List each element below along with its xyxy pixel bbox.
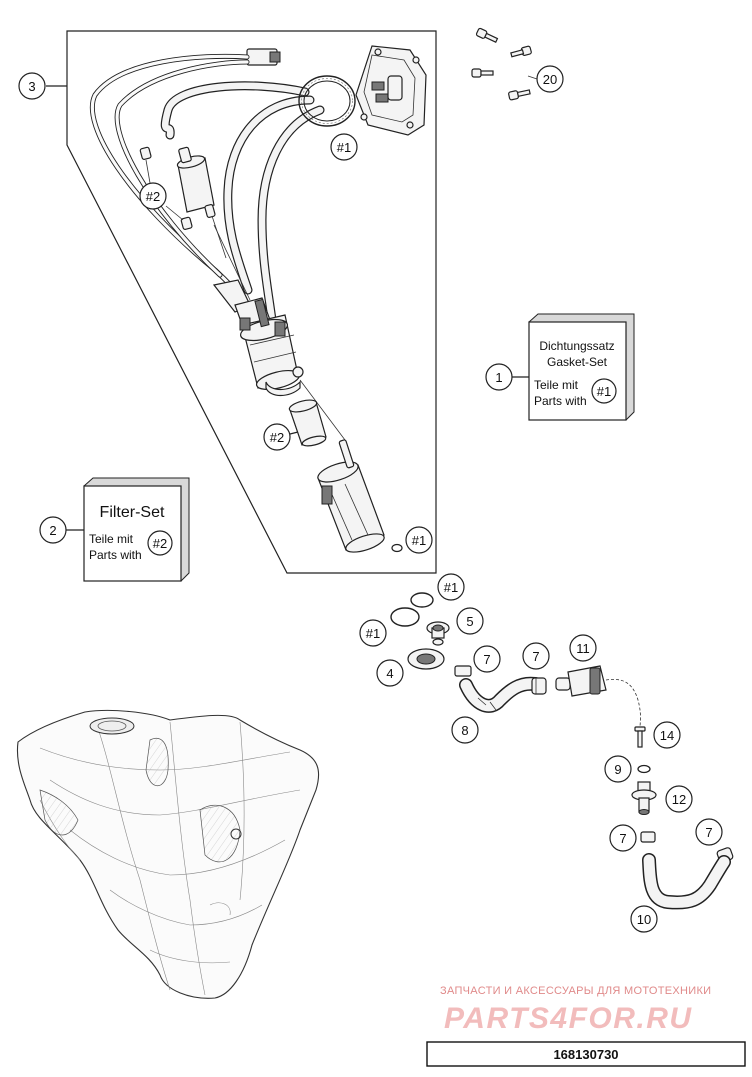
callout-7-b: 7 [522,642,550,670]
callout-2-label: 2 [49,523,56,538]
callout-5: 5 [456,607,484,635]
fuel-pump-flange [355,45,427,136]
callout-filter-marker-b-label: #2 [270,430,284,445]
callout-gasket-marker-d-label: #1 [366,626,380,641]
gasket-set-box: Dichtungssatz Gasket-Set Teile mit Parts… [512,313,635,421]
callout-1-label: 1 [495,370,502,385]
callout-gasket-marker-a-label: #1 [337,140,351,155]
filter-set-box: Filter-Set Teile mit Parts with #2 [66,477,190,582]
flange-screws [471,27,538,101]
callout-gasket-marker-a: #1 [330,133,358,161]
callout-4-label: 4 [386,666,393,681]
watermark-caption: ЗАПЧАСТИ И АКСЕССУАРЫ ДЛЯ МОТОТЕХНИКИ [440,985,711,997]
callout-gasket-marker-b-label: #1 [412,533,426,548]
drawing-number: 168130730 [553,1047,618,1062]
callout-20: 20 [536,65,564,93]
callout-7-c: 7 [609,824,637,852]
callout-gasket-marker-b: #1 [405,526,433,554]
gasket-set-marker: #1 [597,384,611,399]
callout-gasket-marker-c: #1 [437,573,465,601]
callout-9: 9 [604,755,632,783]
gasket-set-parts-de: Teile mit [534,378,579,392]
callout-12-label: 12 [672,792,686,807]
fuel-pump-wiring [89,48,346,441]
callout-14: 14 [653,721,681,749]
fuel-pump-assembly-frame [46,30,437,574]
callout-2: 2 [39,516,67,544]
callout-gasket-marker-d: #1 [359,619,387,647]
callout-11: 11 [569,634,597,662]
callout-3: 3 [18,72,46,100]
callout-7-c-label: 7 [619,831,626,846]
pump-filter-sleeve [288,399,327,447]
gasket-set-title-de: Dichtungssatz [539,339,614,353]
callout-10: 10 [630,905,658,933]
callout-10-label: 10 [637,912,651,927]
callout-5-label: 5 [466,614,473,629]
callout-9-label: 9 [614,762,621,777]
callout-7-d-label: 7 [705,825,712,840]
fuel-pump-unit [212,279,304,397]
callout-1: 1 [485,363,513,391]
callout-gasket-marker-c-label: #1 [444,580,458,595]
filter-set-parts-de: Teile mit [89,532,134,546]
fuel-strainer [317,439,403,553]
callout-20-label: 20 [543,72,557,87]
filter-set-marker: #2 [153,536,167,551]
callout-7-a: 7 [473,645,501,673]
callout-8: 8 [451,716,479,744]
gasket-set-title-en: Gasket-Set [547,355,608,369]
callout-7-b-label: 7 [532,649,539,664]
callout-3-label: 3 [28,79,35,94]
callouts: 3 20 #1 #2 #2 #1 1 2 [18,65,723,933]
tank-fittings [390,592,734,910]
callout-8-label: 8 [461,723,468,738]
flange-gasket-ring [298,75,356,127]
callout-7-d: 7 [695,818,723,846]
callout-4: 4 [376,659,404,687]
gasket-set-parts-en: Parts with [534,394,587,408]
watermark: ЗАПЧАСТИ И АКСЕССУАРЫ ДЛЯ МОТОТЕХНИКИ PA… [440,985,711,1035]
callout-filter-marker-a-label: #2 [146,189,160,204]
filter-set-title: Filter-Set [100,504,165,521]
callout-12: 12 [665,785,693,813]
callout-filter-marker-b: #2 [263,423,299,451]
filter-set-parts-en: Parts with [89,548,142,562]
watermark-brand: PARTS4FOR.RU [444,1002,693,1035]
callout-11-label: 11 [576,641,590,656]
callout-14-label: 14 [660,728,674,743]
drawing-number-box: 168130730 [426,1041,746,1067]
callout-7-a-label: 7 [483,652,490,667]
fuel-tank [16,709,320,999]
inline-fuel-filter [139,146,227,259]
callout-filter-marker-a: #2 [139,182,167,210]
